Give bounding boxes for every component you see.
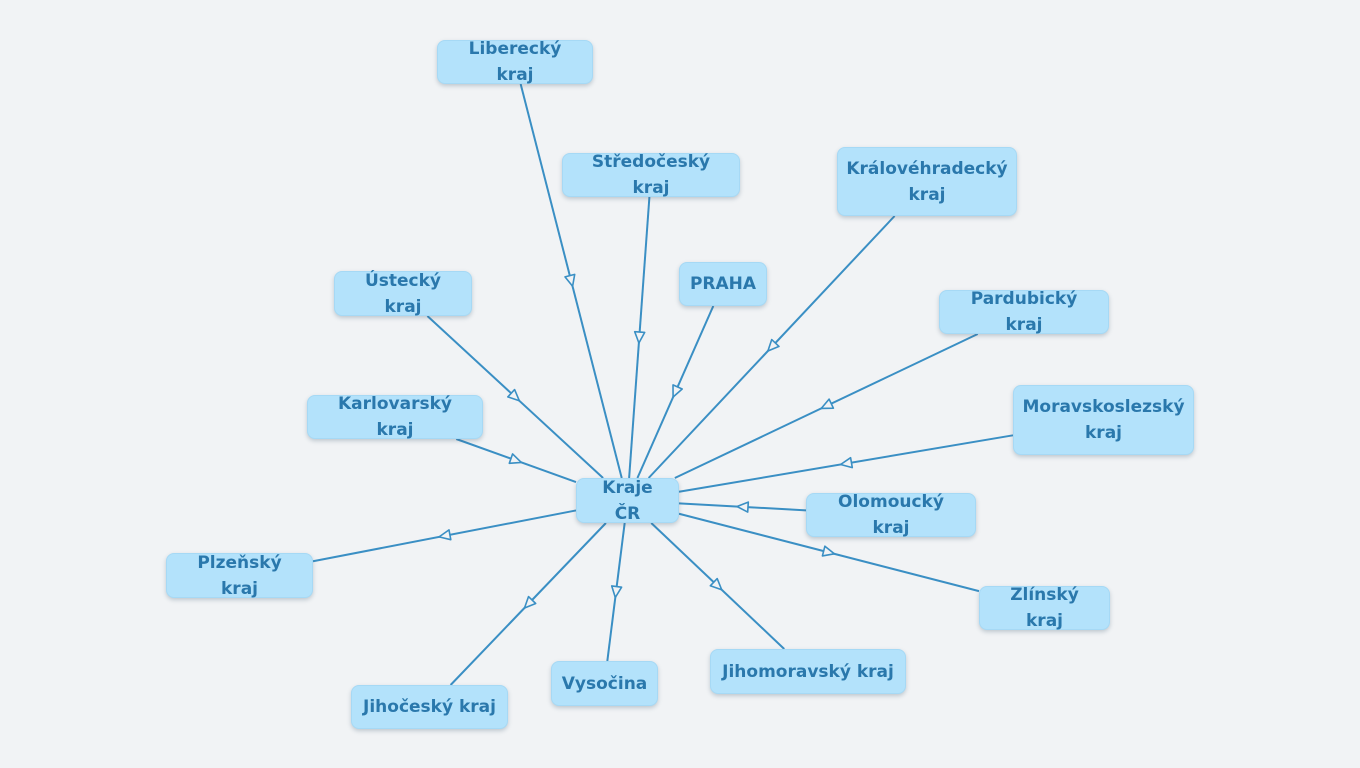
edge-center-plzensky [312, 509, 577, 563]
edge-line [678, 502, 807, 512]
arrowhead-icon [633, 330, 646, 344]
edge-olomoucky-center [678, 501, 807, 513]
arrowhead-icon [508, 453, 523, 465]
node-moravskoslezsky[interactable]: Moravskoslezský kraj [1013, 385, 1194, 455]
edge-line [312, 509, 577, 563]
node-jihocesky[interactable]: Jihočeský kraj [351, 685, 508, 729]
arrowhead-icon [610, 585, 623, 599]
arrowhead-icon [709, 577, 723, 591]
edge-center-vysocina [606, 522, 626, 662]
edge-line [519, 83, 623, 479]
node-praha[interactable]: PRAHA [679, 262, 767, 306]
node-ustecky[interactable]: Ústecký kraj [334, 271, 472, 317]
node-center[interactable]: Kraje ČR [576, 478, 679, 524]
edge-karlovarsky-center [455, 438, 577, 483]
edge-praha-center [636, 305, 715, 479]
node-zlinsky[interactable]: Zlínský kraj [979, 585, 1110, 631]
node-kralovehradecky[interactable]: Královéhradecký kraj [837, 147, 1017, 216]
node-plzensky[interactable]: Plzeňský kraj [166, 553, 313, 599]
node-olomoucky[interactable]: Olomoucký kraj [806, 492, 976, 538]
edge-stredocesky-center [628, 196, 651, 479]
arrowhead-icon [736, 501, 750, 513]
node-karlovarsky[interactable]: Karlovarský kraj [307, 394, 483, 440]
arrowhead-icon [438, 529, 452, 541]
edge-line [647, 215, 896, 479]
edge-line [650, 522, 785, 650]
arrowhead-icon [564, 273, 576, 288]
edge-line [628, 196, 651, 479]
arrowhead-icon [523, 595, 537, 609]
edge-line [636, 305, 715, 479]
edge-line [455, 438, 577, 483]
arrowhead-icon [820, 398, 835, 410]
node-pardubicky[interactable]: Pardubický kraj [939, 289, 1109, 335]
edge-line [678, 434, 1014, 493]
edge-moravskoslezsky-center [678, 434, 1014, 493]
edge-center-jihomoravsky [650, 522, 785, 650]
arrowhead-icon [839, 456, 854, 469]
edge-liberecky-center [519, 83, 623, 479]
node-vysocina[interactable]: Vysočina [551, 661, 658, 706]
arrowhead-icon [506, 388, 521, 402]
node-liberecky[interactable]: Liberecký kraj [437, 39, 593, 85]
edge-pardubicky-center [674, 333, 979, 479]
arrowhead-icon [767, 338, 780, 352]
arrowhead-icon [672, 384, 684, 398]
edge-kralovehradecky-center [647, 215, 896, 479]
edge-line [606, 522, 626, 662]
node-jihomoravsky[interactable]: Jihomoravský kraj [710, 649, 906, 694]
edge-line [674, 333, 979, 479]
node-stredocesky[interactable]: Středočeský kraj [562, 152, 740, 198]
arrowhead-icon [821, 545, 836, 557]
